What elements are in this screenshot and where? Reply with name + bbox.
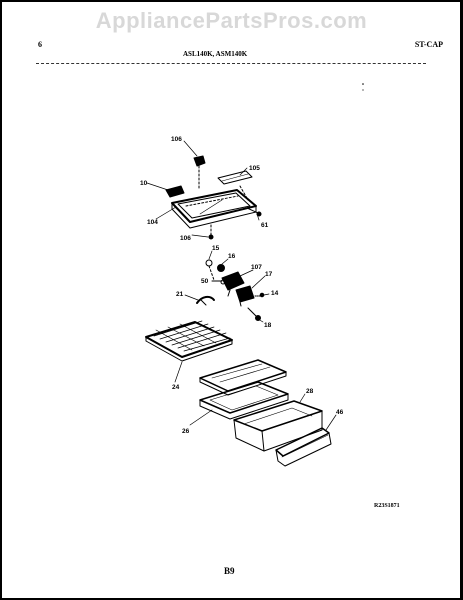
speck <box>362 89 364 91</box>
label-106-top: 106 <box>171 136 182 143</box>
part-107-housing <box>221 271 245 297</box>
label-26: 26 <box>182 428 190 435</box>
part-106-knob <box>193 155 206 191</box>
label-106-bottom: 106 <box>180 235 191 242</box>
part-106-screw <box>208 224 214 240</box>
shelf-cover-assembly <box>171 189 257 229</box>
part-14 <box>254 292 265 298</box>
part-28-crisper-pan <box>233 400 323 452</box>
label-61: 61 <box>261 222 269 229</box>
parts-15-16-knobs <box>205 259 225 281</box>
part-105-rail <box>217 170 253 201</box>
part-17-box <box>235 285 255 307</box>
label-50: 50 <box>201 278 209 285</box>
label-104: 104 <box>147 219 158 226</box>
part-50 <box>211 279 226 285</box>
leader-lines <box>146 140 337 431</box>
part-26-crisper-cover <box>199 381 289 420</box>
label-15: 15 <box>212 245 220 252</box>
label-28: 28 <box>306 388 314 395</box>
label-16: 16 <box>228 253 236 260</box>
part-21-wire <box>196 295 215 306</box>
label-46: 46 <box>336 409 344 416</box>
glass-shelf <box>199 359 287 396</box>
label-21: 21 <box>176 291 184 298</box>
model-numbers: ASL140K, ASM140K <box>183 50 248 58</box>
label-107: 107 <box>251 264 262 271</box>
label-14: 14 <box>271 290 279 297</box>
label-17: 17 <box>265 271 273 278</box>
part-labels: 106 105 10 61 104 106 15 16 107 50 17 14… <box>140 136 344 435</box>
part-61-screw <box>246 207 262 217</box>
part-24-wire-shelf <box>145 320 233 362</box>
part-10-control <box>165 185 185 198</box>
speck <box>362 83 364 85</box>
label-105: 105 <box>249 165 260 172</box>
header-divider <box>36 63 426 64</box>
part-18 <box>247 307 261 321</box>
label-10: 10 <box>140 180 148 187</box>
page-code: B9 <box>224 566 235 576</box>
section-code: ST-CAP <box>414 40 443 49</box>
page-number: 6 <box>38 40 42 49</box>
label-18: 18 <box>264 322 272 329</box>
label-24: 24 <box>172 384 180 391</box>
watermark: AppliancePartsPros.com <box>95 8 368 33</box>
part-46-drawer-front <box>275 427 332 467</box>
drawing-reference-code: R23S1871 <box>374 503 400 509</box>
